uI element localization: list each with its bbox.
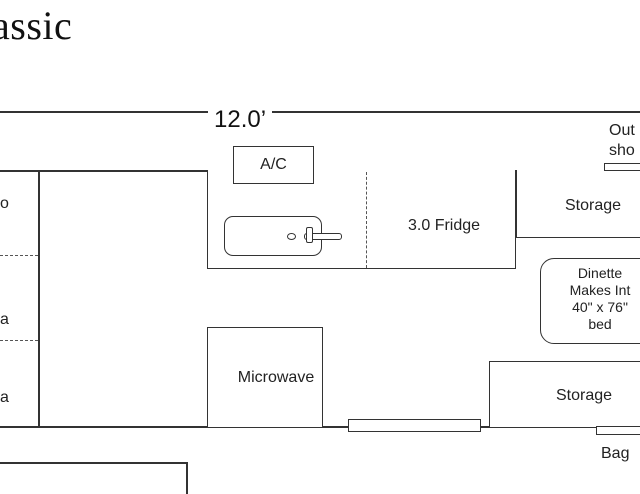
outside-shower-fixture <box>604 163 640 171</box>
counter-divider <box>366 172 367 268</box>
dinette-line-4: bed <box>588 316 612 332</box>
dinette-line-2: Makes Int <box>569 282 631 298</box>
left-compartment-wall <box>38 170 40 427</box>
dinette-line-1: Dinette <box>577 265 623 281</box>
microwave-label: Microwave <box>237 368 315 386</box>
ac-label: A/C <box>260 156 287 173</box>
storage-bottom <box>489 361 640 427</box>
sink-faucet <box>304 233 342 240</box>
sink-faucet-stem <box>306 227 313 243</box>
outside-shower-label-1: Out <box>609 122 635 139</box>
floorplan-title: assic <box>0 3 73 48</box>
bag-fixture <box>596 426 640 435</box>
storage-top-label: Storage <box>565 197 622 214</box>
dinette-line-3: 40" x 76" <box>572 299 628 315</box>
left-label-2: a <box>0 311 9 328</box>
left-divider-1 <box>0 255 38 256</box>
storage-bottom-label: Storage <box>556 387 613 404</box>
left-label-1: o <box>0 195 9 212</box>
outside-shower-label-2: sho <box>609 142 635 159</box>
dimension-line <box>0 111 640 113</box>
left-label-3: a <box>0 389 9 406</box>
fridge-label: 3.0 Fridge <box>408 217 481 234</box>
ac-unit: A/C <box>233 146 314 184</box>
left-divider-2 <box>0 340 38 341</box>
dimension-label: 12.0’ <box>208 108 273 132</box>
sink-drain <box>287 233 296 240</box>
lower-left-structure <box>0 462 188 494</box>
storage-top <box>516 170 640 238</box>
bottom-wall <box>0 426 640 428</box>
entry-door <box>348 419 481 432</box>
dinette-table: Dinette Makes Int 40" x 76" bed <box>540 258 640 344</box>
microwave: Microwave <box>207 327 323 427</box>
bag-label: Bag <box>601 445 630 462</box>
